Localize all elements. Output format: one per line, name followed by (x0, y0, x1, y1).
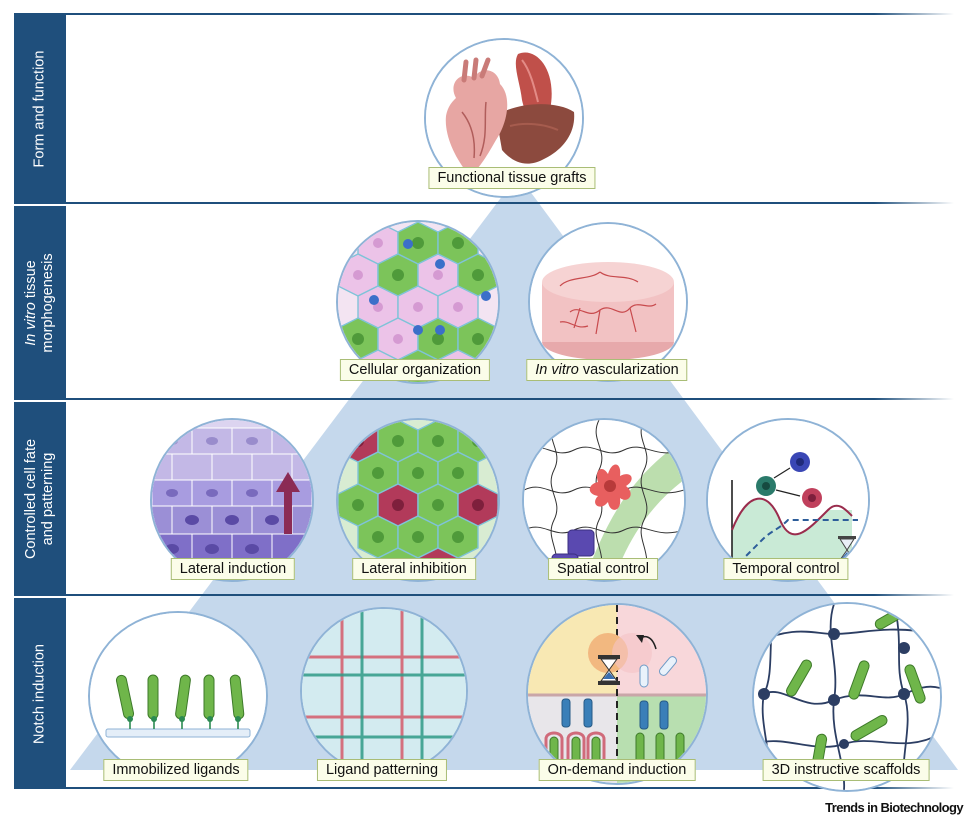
vascularization-illustration (528, 222, 688, 382)
label-ligand-patterning: Ligand patterning (317, 759, 447, 781)
band-form-function: Form and function (14, 13, 66, 204)
divider-bottom (14, 787, 874, 789)
label-immobilized-ligands: Immobilized ligands (103, 759, 248, 781)
label-cellular-organization: Cellular organization (340, 359, 490, 381)
band-notch: Notch induction (14, 598, 66, 789)
ligand-patterning-illustration (300, 607, 468, 775)
label-temporal-control: Temporal control (723, 558, 848, 580)
label-3d-instructive-scaffolds: 3D instructive scaffolds (763, 759, 930, 781)
divider-top (14, 13, 874, 15)
label-spatial-control: Spatial control (548, 558, 658, 580)
on-demand-induction-illustration (526, 603, 708, 785)
label-lateral-induction: Lateral induction (171, 558, 295, 580)
band-label: Notch induction (32, 644, 49, 744)
label-in-vitro-vascularization: In vitro vascularization (526, 359, 687, 381)
label-lateral-inhibition: Lateral inhibition (352, 558, 476, 580)
divider-1 (14, 202, 874, 204)
label-on-demand-induction: On-demand induction (539, 759, 696, 781)
label-functional-tissue-grafts: Functional tissue grafts (428, 167, 595, 189)
journal-credit: Trends in Biotechnology (825, 800, 963, 815)
immobilized-ligands-illustration (88, 611, 268, 781)
divider-3 (14, 594, 874, 596)
divider-top-fade (874, 13, 954, 15)
band-label: Form and function (32, 50, 49, 167)
divider-2 (14, 398, 874, 400)
